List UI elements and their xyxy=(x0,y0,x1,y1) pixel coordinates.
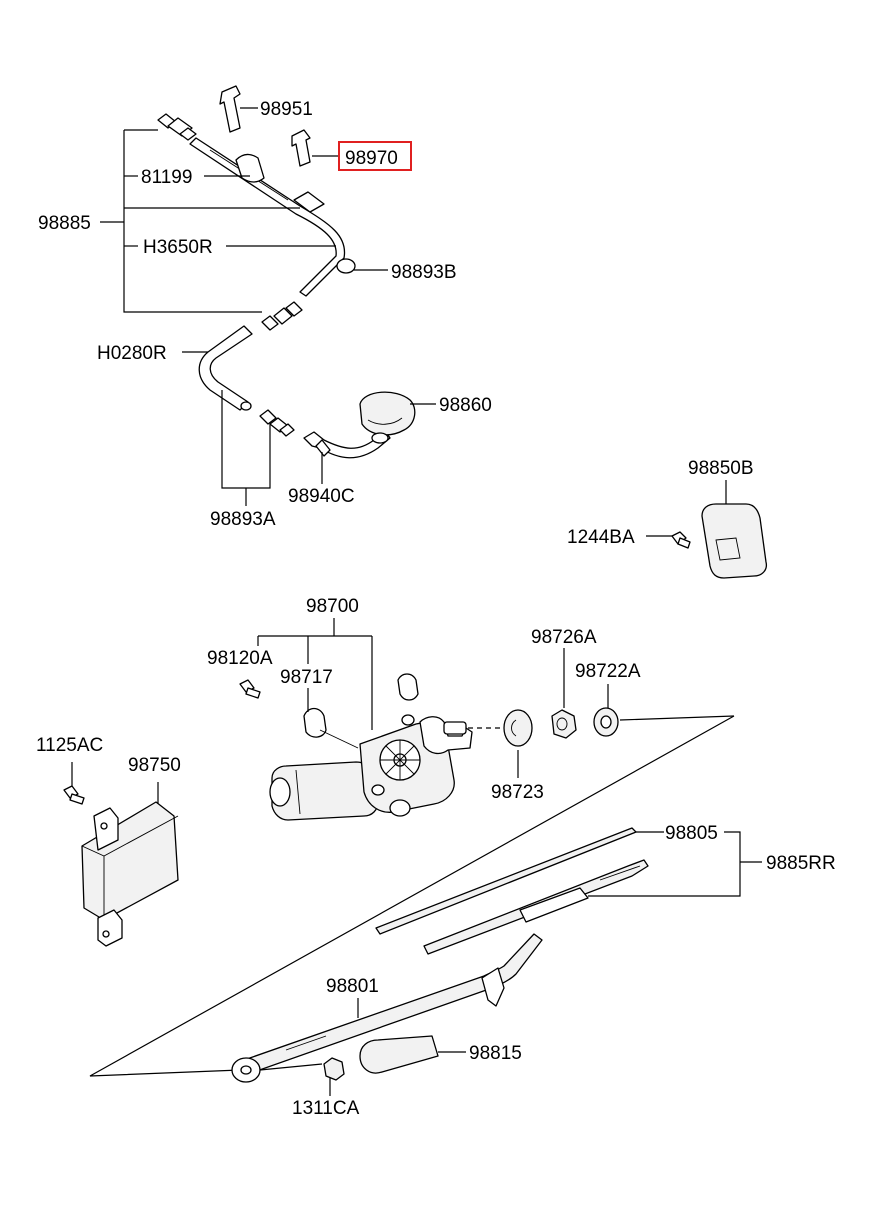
label-98970: 98970 xyxy=(345,148,398,169)
hose-connector-bottom xyxy=(259,409,295,437)
nut-98726a xyxy=(551,709,577,739)
label-h0280r: H0280R xyxy=(97,343,167,364)
bolt-98120a xyxy=(239,679,261,699)
bolt-1244ba xyxy=(646,531,691,549)
label-1311ca: 1311CA xyxy=(292,1098,360,1119)
washer-nozzle xyxy=(359,391,416,444)
glass-outline xyxy=(89,715,735,1077)
label-81199: 81199 xyxy=(141,167,192,188)
leader-lines-wiper xyxy=(588,831,762,897)
hose-connector-middle xyxy=(261,301,303,331)
label-1244ba: 1244BA xyxy=(567,527,635,548)
label-98750: 98750 xyxy=(128,755,181,776)
label-98893b: 98893B xyxy=(391,262,457,283)
wiper-motor xyxy=(269,673,473,821)
nut-1311ca xyxy=(259,1057,345,1096)
clamp-98893b-shape xyxy=(336,258,356,274)
bolt-1125ac xyxy=(63,762,85,805)
label-98805: 98805 xyxy=(665,823,718,844)
label-98726a: 98726A xyxy=(531,627,597,648)
label-98723: 98723 xyxy=(491,782,544,803)
control-unit-98750 xyxy=(81,782,179,947)
label-98717: 98717 xyxy=(280,667,333,688)
washer-98723 xyxy=(503,709,533,778)
label-98700: 98700 xyxy=(306,596,359,617)
label-1125ac: 1125AC xyxy=(36,735,103,756)
label-98940c: 98940C xyxy=(288,486,355,507)
label-98815: 98815 xyxy=(469,1043,522,1064)
label-98722a: 98722A xyxy=(575,661,641,682)
hose-connector-top xyxy=(157,113,197,141)
label-98120a: 98120A xyxy=(207,648,273,669)
label-98850b: 98850B xyxy=(688,458,754,479)
label-98885: 98885 xyxy=(38,213,91,234)
wiper-arm-98801 xyxy=(231,933,543,1083)
hose-h3650r xyxy=(189,137,346,297)
hose-h0280r xyxy=(198,325,253,411)
highlight-box-98970 xyxy=(338,141,412,171)
label-98893a: 98893A xyxy=(210,509,276,530)
hose-clip xyxy=(235,153,265,183)
washer-hose-assembly xyxy=(157,85,416,459)
clip-98970 xyxy=(291,129,311,167)
cover-98850b xyxy=(701,480,768,579)
cap-98815 xyxy=(359,1035,466,1074)
clip-98951 xyxy=(219,85,241,133)
part-labels: 98951 98970 81199 98885 H3650R 98893B H0… xyxy=(36,99,836,1119)
label-h3650r: H3650R xyxy=(143,237,213,258)
hose-98940c xyxy=(303,431,391,459)
cap-98722a xyxy=(593,707,619,737)
leader-lines-motor xyxy=(257,618,735,730)
label-9885rr: 9885RR xyxy=(766,853,836,874)
label-98860: 98860 xyxy=(439,395,492,416)
label-98801: 98801 xyxy=(326,976,379,997)
wiper-blade-assembly xyxy=(423,859,649,955)
label-98951: 98951 xyxy=(260,99,313,120)
leader-lines-top xyxy=(100,107,436,506)
